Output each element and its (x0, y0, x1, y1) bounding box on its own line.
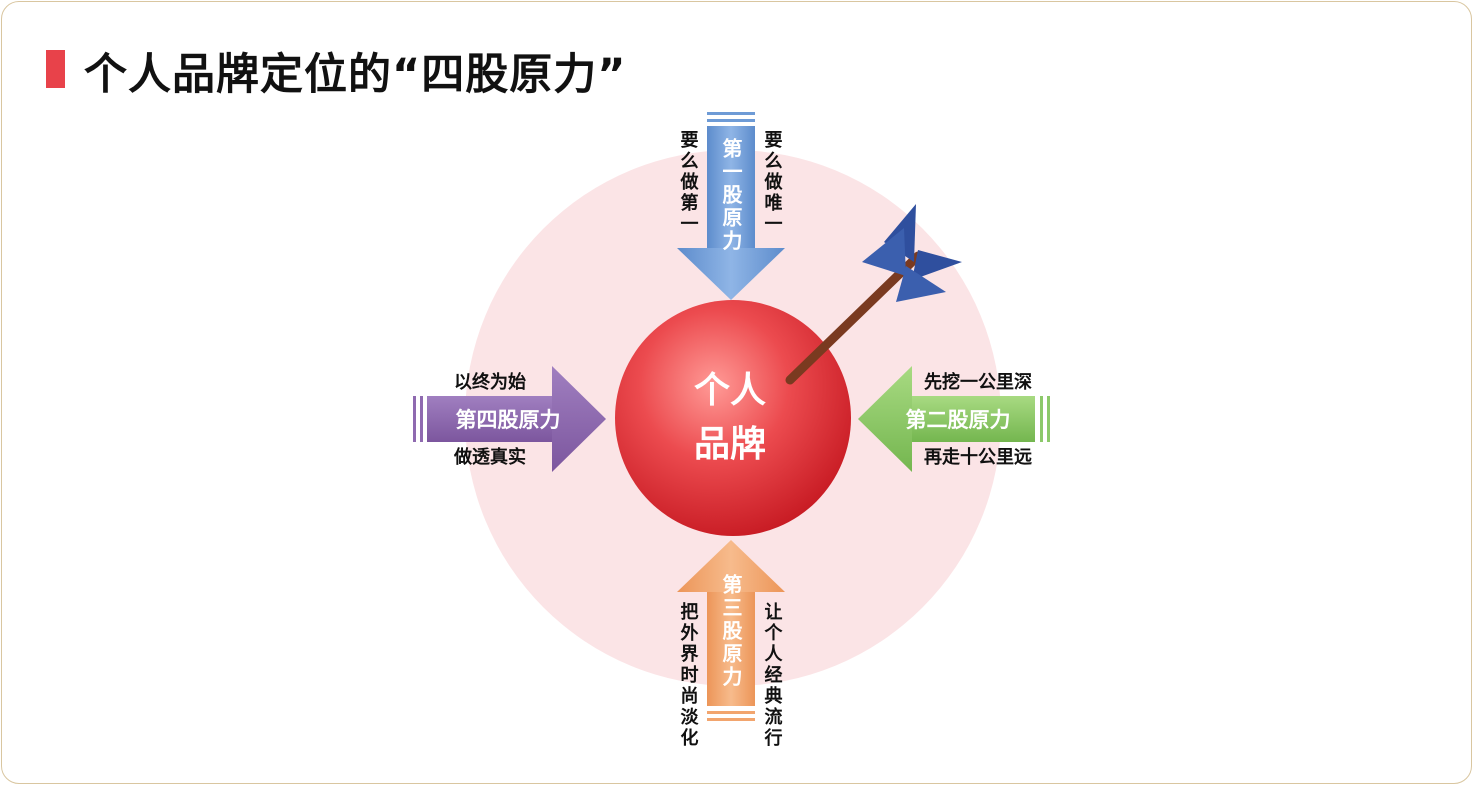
force-three-right-text: 让个人经典流行 (762, 602, 784, 749)
force-four-arrow (413, 366, 606, 472)
force-two-name: 第二股原力 (906, 408, 1011, 432)
force-four-name: 第四股原力 (456, 408, 561, 432)
force-two-bottom-text: 再走十公里远 (924, 446, 1032, 468)
force-two-top-text: 先挖一公里深 (924, 371, 1032, 393)
force-three-left-text: 把外界时尚淡化 (678, 601, 699, 749)
title-accent-bar (46, 50, 65, 88)
force-one-name: 第一股原力 (719, 137, 743, 253)
force-one-left-text: 要么做第一 (678, 130, 700, 235)
page-title: 个人品牌定位的“四股原力” (84, 50, 627, 100)
target-arrow-icon (785, 204, 962, 385)
force-two-arrow (858, 366, 1050, 472)
force-one-right-text: 要么做唯一 (762, 130, 784, 235)
force-four-bottom-text: 做透真实 (453, 446, 526, 468)
force-three-name: 第三股原力 (719, 573, 743, 689)
center-label-line2: 品牌 (694, 424, 766, 465)
force-one-arrow (677, 112, 785, 300)
center-label-line1: 个人 (694, 370, 766, 411)
force-four-top-text: 以终为始 (454, 371, 526, 393)
core-sphere (615, 300, 851, 536)
force-three-arrow (677, 540, 785, 721)
